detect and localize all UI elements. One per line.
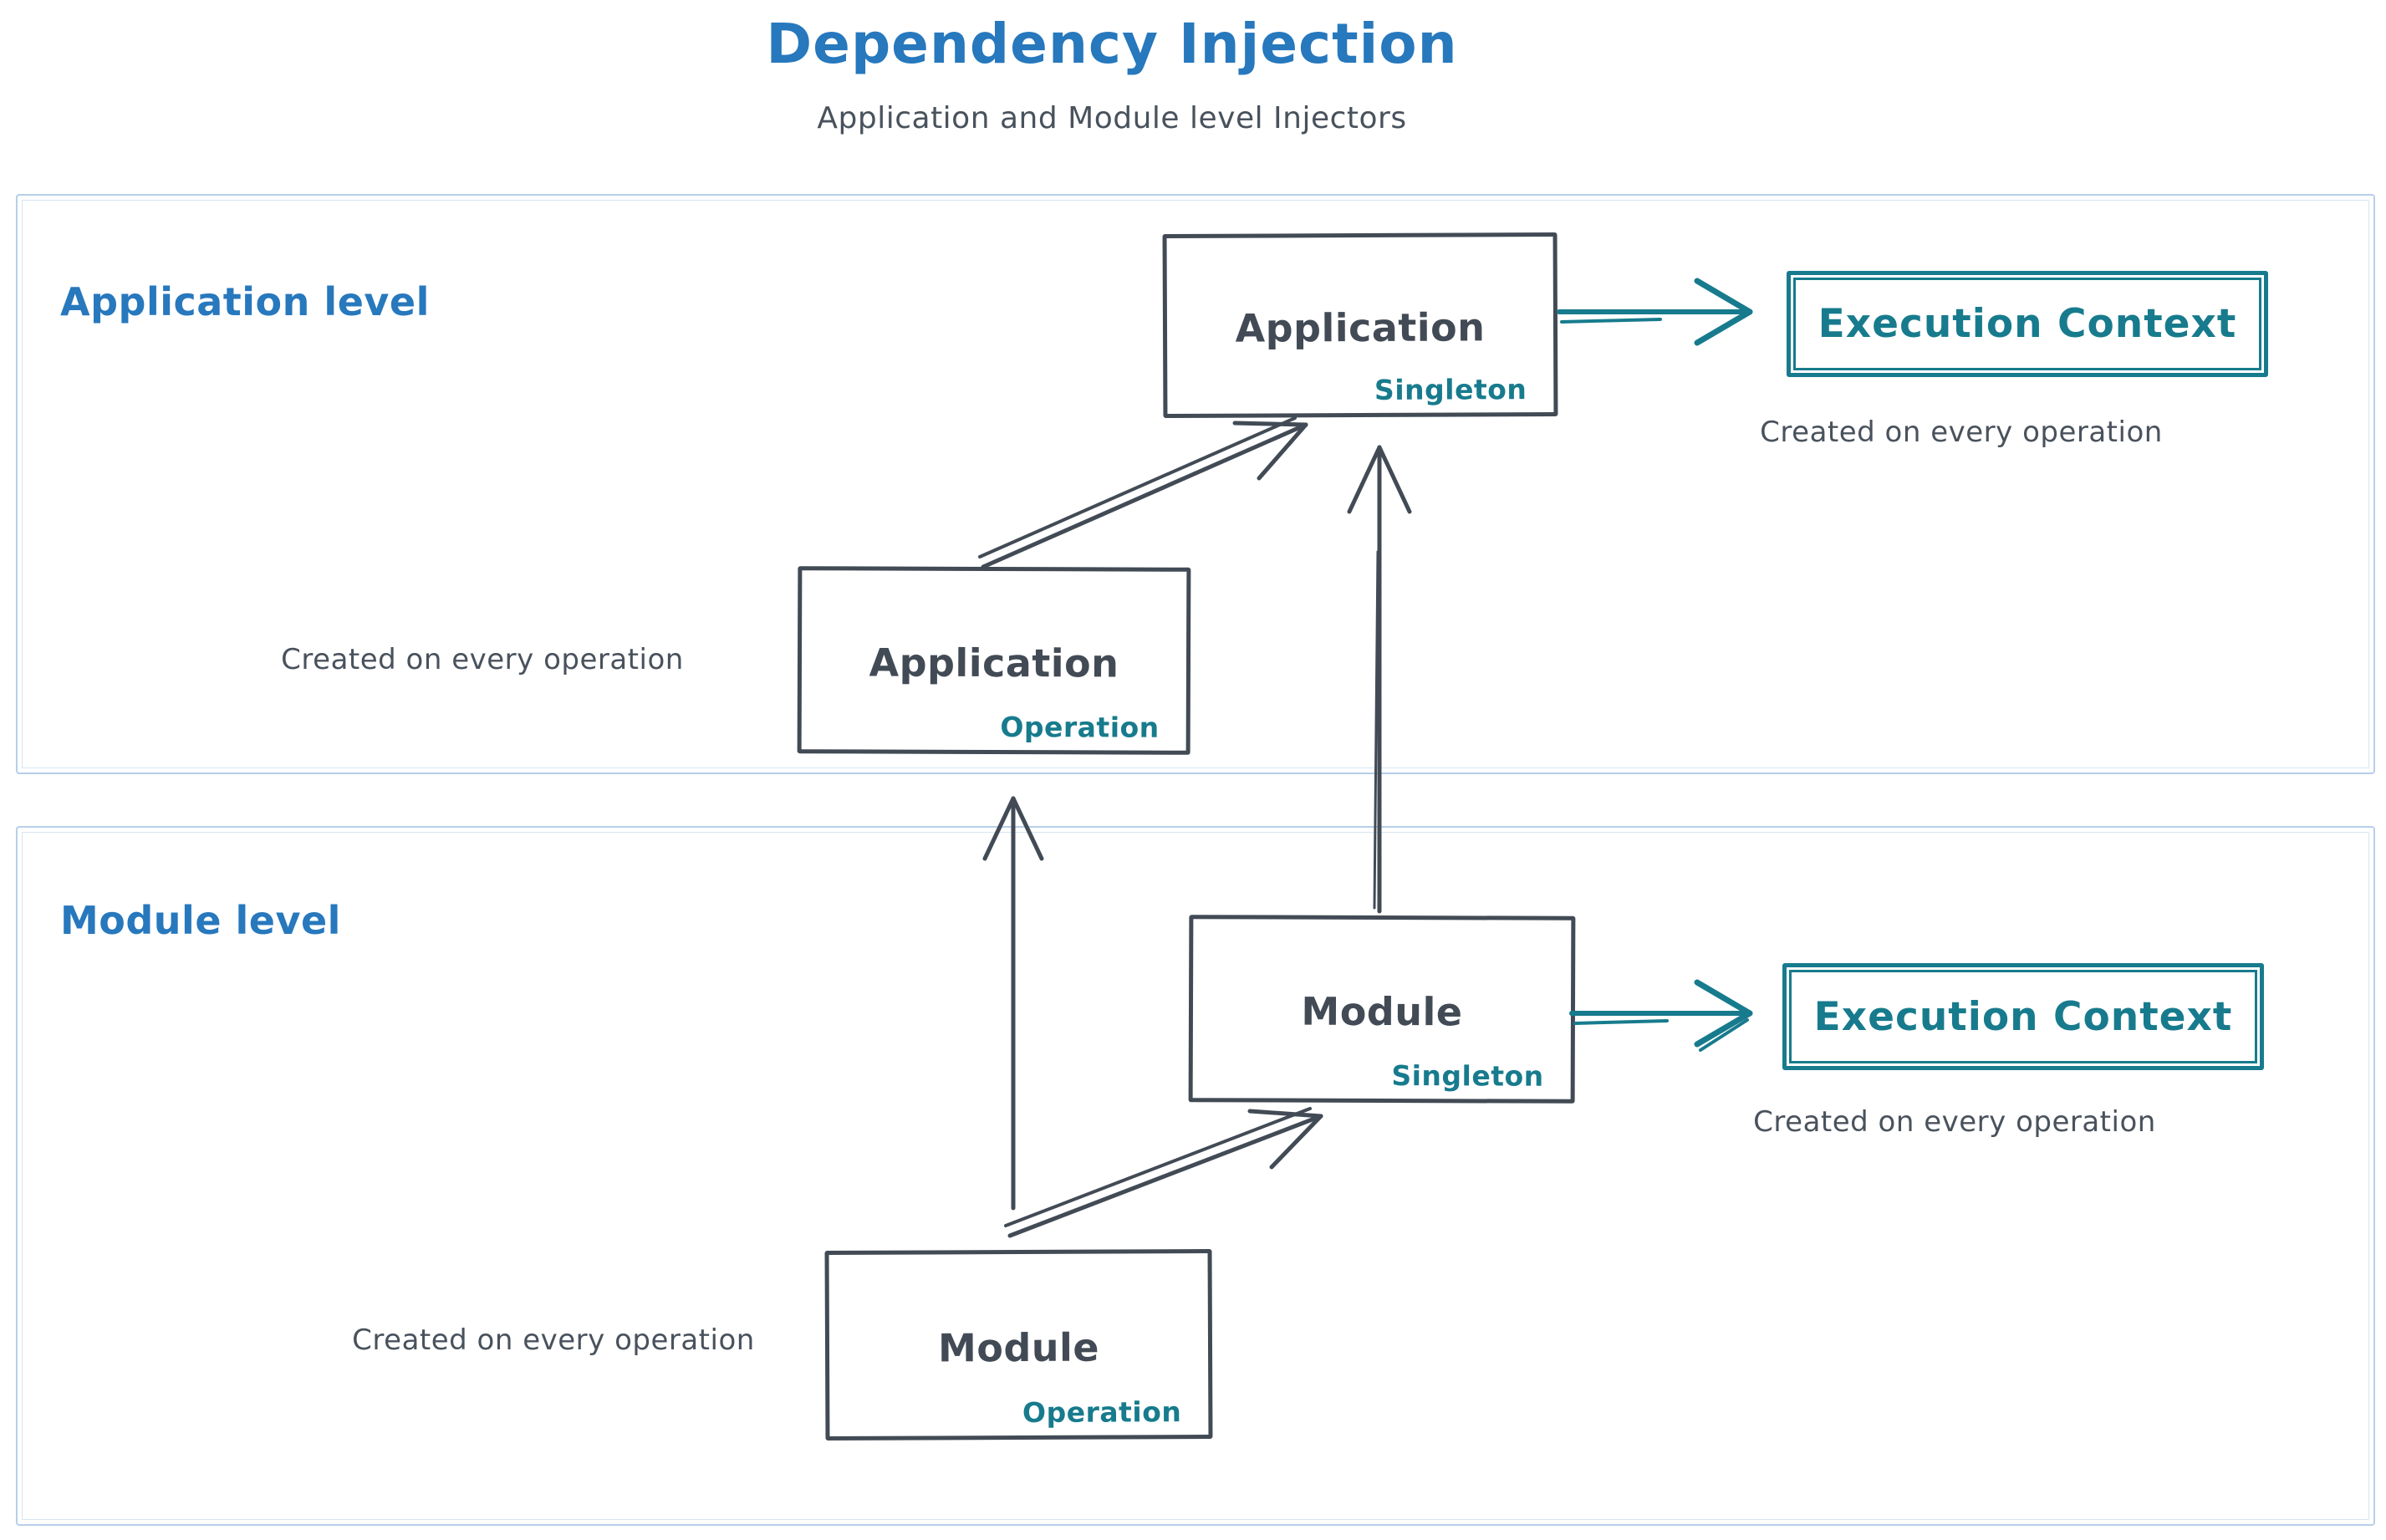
module-operation-title: Module bbox=[937, 1324, 1100, 1370]
application-singleton-title: Application bbox=[1235, 304, 1486, 351]
application-operation-title: Application bbox=[869, 640, 1119, 686]
application-singleton-badge: Singleton bbox=[1374, 373, 1527, 406]
application-execution-context-label: Execution Context bbox=[1818, 301, 2237, 347]
application-singleton-node: Application Singleton bbox=[1162, 232, 1558, 419]
application-operation-badge: Operation bbox=[1000, 711, 1160, 744]
module-execution-context-label: Execution Context bbox=[1813, 993, 2233, 1040]
application-operation-node: Application Operation bbox=[797, 566, 1191, 755]
module-singleton-node: Module Singleton bbox=[1188, 915, 1576, 1104]
module-operation-badge: Operation bbox=[1022, 1395, 1182, 1429]
module-singleton-badge: Singleton bbox=[1391, 1059, 1544, 1093]
application-execution-caption: Created on every operation bbox=[1760, 416, 2163, 449]
application-operation-caption: Created on every operation bbox=[281, 643, 684, 676]
application-level-label: Application level bbox=[60, 279, 430, 324]
module-singleton-title: Module bbox=[1301, 988, 1463, 1035]
diagram-header: Dependency Injection Application and Mod… bbox=[0, 12, 2224, 135]
page-title: Dependency Injection bbox=[766, 12, 1458, 76]
module-level-container: Module level Module Singleton Execution … bbox=[16, 826, 2375, 1526]
module-level-label: Module level bbox=[60, 898, 341, 943]
application-execution-context-node: Execution Context bbox=[1787, 271, 2268, 377]
module-operation-caption: Created on every operation bbox=[352, 1323, 755, 1357]
page-subtitle: Application and Module level Injectors bbox=[817, 101, 1407, 135]
application-level-container: Application level Application Singleton … bbox=[16, 194, 2375, 774]
module-execution-context-node: Execution Context bbox=[1782, 963, 2264, 1070]
module-operation-node: Module Operation bbox=[824, 1248, 1213, 1441]
module-execution-caption: Created on every operation bbox=[1753, 1105, 2156, 1139]
